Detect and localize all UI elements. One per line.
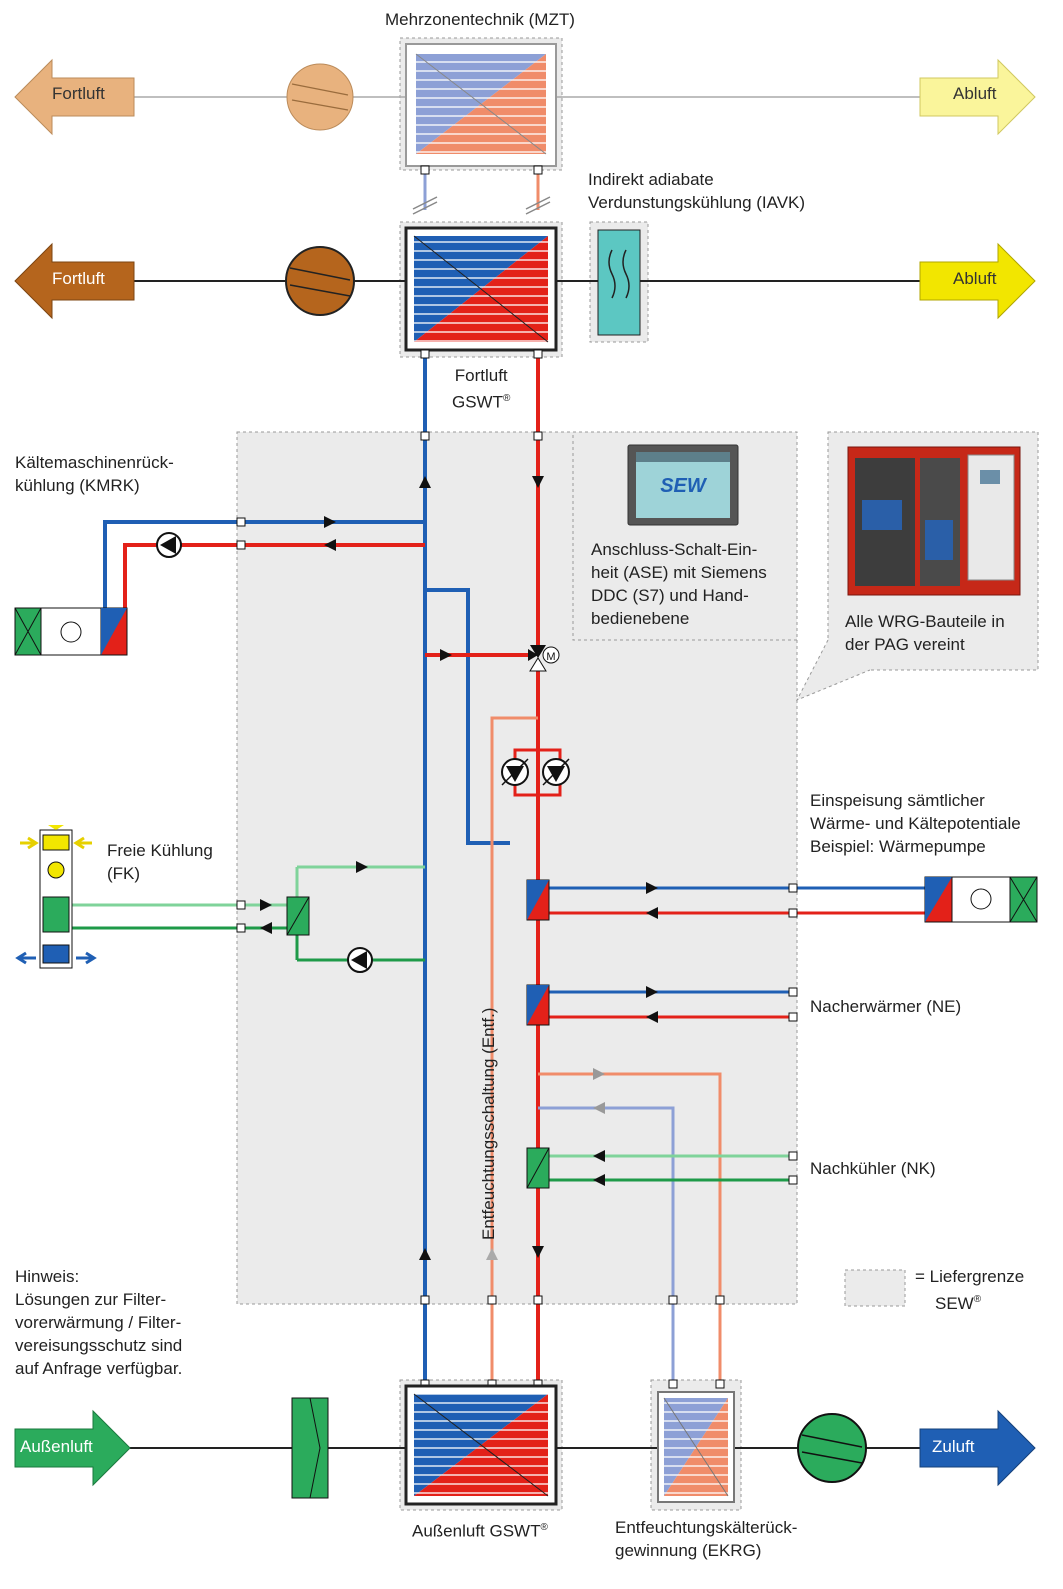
ne-label: Nacherwärmer (NE) (810, 997, 962, 1016)
ekrg-label: Entfeuchtungskälterück- gewinnung (EKRG) (615, 1518, 798, 1560)
fk-label: Freie Kühlung (FK) (107, 841, 213, 883)
fortluft-top-label: Fortluft (52, 84, 105, 103)
aussenluft-label: Außenluft (20, 1437, 93, 1456)
fan-icon (286, 63, 354, 131)
pag-label: Alle WRG-Bauteile in der PAG vereint (845, 612, 1005, 654)
main-pipes: M (14, 350, 1038, 1385)
iavk-unit (597, 229, 641, 336)
mzt-row (14, 43, 1036, 215)
mixing-valve-icon (530, 645, 546, 658)
abluft-arrow-mid (919, 242, 1036, 320)
nk-label: Nachkühler (NK) (810, 1159, 936, 1178)
abluft-mid-label: Abluft (953, 269, 997, 288)
filter-icon (291, 1397, 329, 1499)
aussenluft-gswt-label: Außenluft GSWT® (412, 1521, 548, 1541)
zuluft-arrow (919, 1409, 1036, 1487)
fortluft-arrow-top (14, 58, 135, 136)
einspeisung-label: Einspeisung sämtlicher Wärme- und Kältep… (810, 791, 1021, 856)
abluft-top-label: Abluft (953, 84, 997, 103)
iavk-label: Indirekt adiabate Verdunstungskühlung (I… (588, 170, 806, 212)
zuluft-label: Zuluft (932, 1437, 975, 1456)
hinweis-note: Hinweis: Lösungen zur Filter- vorerwärmu… (15, 1267, 183, 1378)
kmrk-label: Kältemaschinenrück- kühlung (KMRK) (15, 453, 174, 495)
fortluft-arrow-mid (14, 242, 135, 320)
aussenluft-arrow (14, 1409, 131, 1487)
connection-markers (236, 165, 798, 1389)
fortluft-row (14, 226, 1036, 352)
svg-text:M: M (546, 651, 555, 663)
pag-unit-photo (847, 446, 1021, 596)
fan-icon (797, 1413, 867, 1483)
entf-label: Entfeuchtungsschaltung (Entf.) (479, 1007, 498, 1240)
ase-label: Anschluss-Schalt-Ein- heit (ASE) mit Sie… (591, 540, 767, 628)
ase-screen-image (627, 444, 739, 526)
fan-icon (285, 246, 355, 316)
mzt-label: Mehrzonentechnik (MZT) (385, 10, 575, 29)
aussenluft-row (14, 1384, 1036, 1506)
fortluft-mid-label: Fortluft (52, 269, 105, 288)
abluft-arrow-top (919, 58, 1036, 136)
screen-logo: SEW (660, 475, 708, 497)
